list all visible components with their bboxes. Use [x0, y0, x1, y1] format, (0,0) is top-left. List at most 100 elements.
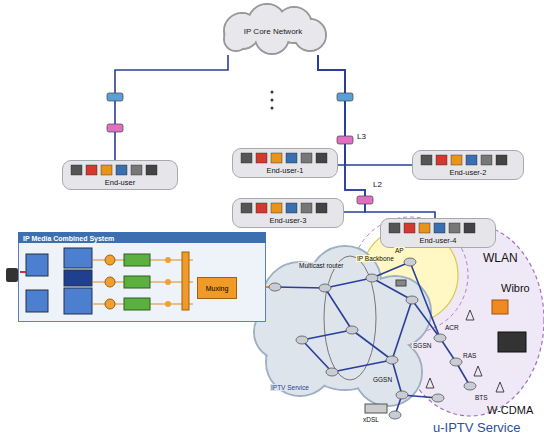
device-icon [464, 223, 475, 233]
codec-box [64, 248, 92, 268]
router-icon [396, 391, 408, 399]
network-link [115, 55, 228, 160]
network-link [318, 55, 435, 218]
node-text: Muxing [206, 285, 229, 292]
source-box [26, 254, 48, 276]
ellipsis-dot [271, 91, 274, 94]
core-cloud [224, 4, 326, 54]
network-switch [337, 136, 353, 144]
backbone-cloud [254, 246, 431, 406]
encoder-box [124, 276, 150, 288]
device-icon [496, 155, 507, 165]
network-switch [357, 196, 373, 204]
device-icon [434, 223, 445, 233]
router-icon [432, 394, 444, 402]
device-icon [146, 165, 157, 175]
end-user-box: End-user-2 [412, 150, 524, 180]
node-text: End-user [63, 178, 177, 187]
device-icon [419, 223, 430, 233]
router-icon [406, 296, 418, 304]
end-user-box: End-user [62, 160, 178, 190]
antenna-tower [496, 382, 504, 392]
device-icon [271, 203, 282, 213]
device-icon [436, 155, 447, 165]
encoder-dot [105, 255, 115, 265]
router-icon [269, 283, 281, 291]
device-icon [241, 153, 252, 163]
device-icon [116, 165, 127, 175]
switch-label: L2 [372, 181, 383, 190]
device-icon [256, 203, 267, 213]
network-link [325, 288, 352, 330]
network-label: IP Backbone [356, 255, 395, 262]
router-icon [326, 368, 338, 376]
end-user-box: End-user-3 [232, 198, 344, 228]
router-icon [386, 356, 398, 364]
network-link [302, 340, 332, 372]
antenna-tower [426, 378, 434, 388]
device-icon [256, 153, 267, 163]
router-icon [434, 334, 446, 342]
device-icons [233, 201, 337, 217]
network-label: IPTV Service [270, 384, 310, 391]
stream-dot [165, 279, 171, 285]
router-icon [389, 411, 401, 419]
node-text: End-user-4 [381, 236, 495, 245]
network-link [302, 330, 352, 340]
device-label: RAS [462, 352, 477, 359]
network-switch [107, 93, 123, 101]
network-link [372, 262, 410, 278]
network-name: WLAN [482, 252, 519, 265]
muxing-box: Muxing [197, 277, 237, 299]
device-icon [101, 165, 112, 175]
codec-box [64, 270, 92, 286]
device-icon [404, 223, 415, 233]
device-icon [451, 155, 462, 165]
network-link [332, 360, 392, 372]
wibro-terminal [498, 332, 526, 352]
end-user-box: End-user-4 [380, 218, 496, 248]
device-icon [466, 155, 477, 165]
network-link [325, 278, 372, 288]
device-icon [286, 153, 297, 163]
cloud-fill [256, 21, 288, 53]
switch-bar [182, 252, 189, 310]
core-network-cloud: IP Core Network [212, 3, 334, 55]
network-link [412, 300, 440, 338]
device-label: xDSL [362, 416, 380, 423]
node-text: IP Media Combined System [23, 233, 114, 244]
router-icon [296, 336, 308, 344]
device-label: SGSN [412, 342, 432, 349]
device-icons [413, 153, 517, 169]
device-icon [389, 223, 400, 233]
device-icon [241, 203, 252, 213]
cloud-fill [225, 28, 247, 50]
wibro-device [492, 300, 508, 314]
network-link [392, 300, 412, 360]
device-icon [271, 153, 282, 163]
node-text: End-user-1 [233, 166, 337, 175]
system-panel: IP Media Combined SystemMuxing [18, 232, 266, 322]
ellipsis-dot [271, 99, 274, 102]
device-icons [381, 221, 489, 237]
router-icon [464, 382, 476, 390]
network-link [275, 287, 325, 288]
device-icon [449, 223, 460, 233]
service-title: u-IPTV Service [432, 421, 521, 435]
device-label: Multicast router [298, 262, 344, 269]
encoder-dot [105, 277, 115, 287]
network-switch [107, 124, 123, 132]
device-icon [86, 165, 97, 175]
router-icon [366, 274, 378, 282]
access-point [396, 280, 406, 286]
device-label: ACR [444, 324, 460, 331]
device-icon [421, 155, 432, 165]
network-link [372, 278, 412, 300]
encoder-dot [105, 299, 115, 309]
stream-dot [165, 301, 171, 307]
device-icon [301, 203, 312, 213]
device-label: BTS [474, 394, 489, 401]
codec-box [64, 288, 92, 314]
device-icon [481, 155, 492, 165]
